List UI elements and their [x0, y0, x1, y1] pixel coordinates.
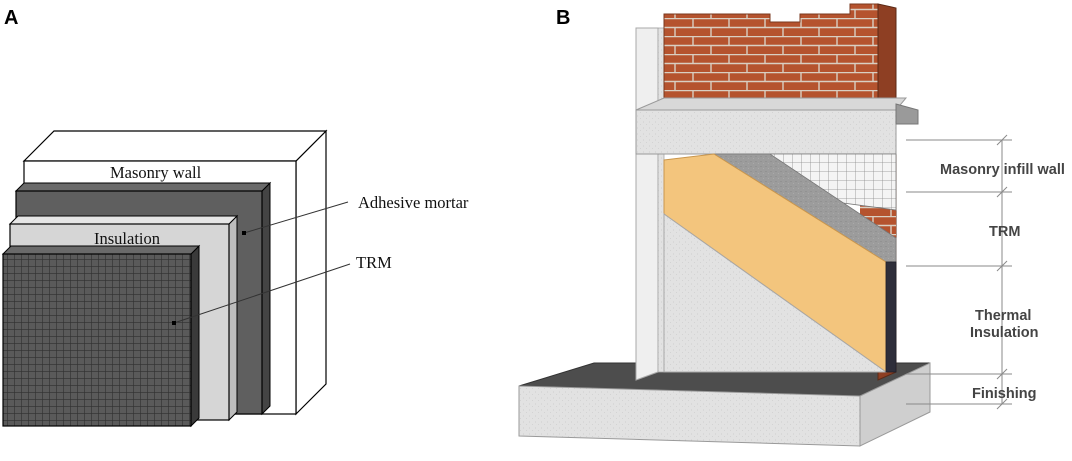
- thermal-insulation-label-line2: Insulation: [970, 325, 1038, 341]
- finishing-layer: [663, 213, 888, 373]
- edge-strip: [885, 261, 897, 373]
- panel-a: A Masonry wall Insulation: [1, 7, 469, 428]
- trm-marker: [172, 321, 176, 325]
- concrete-beam: [635, 97, 919, 155]
- trm-mesh-layer: [1, 244, 201, 428]
- panel-b: B: [518, 3, 1065, 447]
- concrete-column: [635, 27, 665, 381]
- insulation-label: Insulation: [94, 229, 160, 248]
- finishing-label: Finishing: [972, 386, 1036, 402]
- dimension-line: [906, 134, 1012, 410]
- masonry-infill-wall-label: Masonry infill wall: [940, 162, 1065, 178]
- thermal-insulation-label-line1: Thermal: [975, 308, 1031, 324]
- trm-label-b: TRM: [989, 224, 1020, 240]
- trm-label-a: TRM: [356, 253, 392, 272]
- adhesive-mortar-label: Adhesive mortar: [358, 193, 469, 212]
- trm-leader: [173, 263, 351, 324]
- adhesive-mortar-marker: [242, 231, 246, 235]
- ground-slab: [518, 362, 931, 447]
- adhesive-mortar-leader: [243, 201, 349, 234]
- panel-a-letter: A: [4, 7, 18, 29]
- panel-b-letter: B: [556, 7, 570, 29]
- masonry-wall-label: Masonry wall: [110, 163, 202, 182]
